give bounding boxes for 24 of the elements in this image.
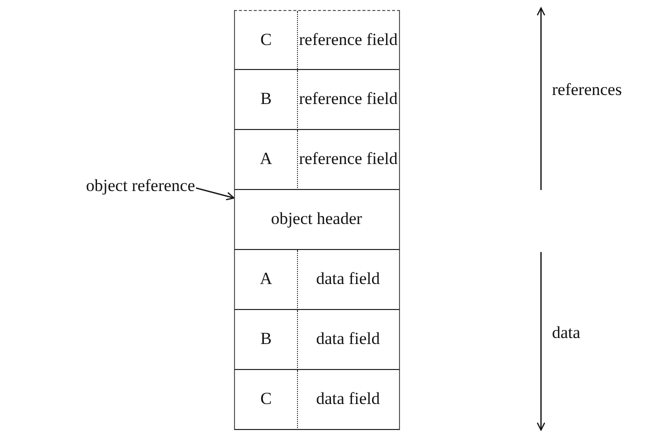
slot-letter: B	[259, 328, 273, 350]
slot-letter: A	[258, 148, 274, 170]
header-name: object header	[270, 208, 364, 230]
field-slot	[234, 310, 400, 370]
field-slot	[234, 70, 400, 130]
slot-letter: A	[258, 268, 274, 290]
field-name: reference field	[299, 88, 397, 110]
slot-letter: C	[259, 388, 273, 410]
field-name: data field	[315, 388, 381, 410]
header-slot	[234, 190, 400, 250]
field-slot	[234, 370, 400, 430]
field-name: reference field	[299, 148, 397, 170]
field-slot	[234, 130, 400, 190]
slot-letter: C	[259, 29, 273, 51]
range-label: data	[552, 323, 580, 343]
field-name: data field	[315, 328, 381, 350]
field-name: data field	[315, 268, 381, 290]
pointer-label: object reference	[15, 176, 195, 196]
arrow	[196, 187, 235, 200]
slot-letter: B	[259, 88, 273, 110]
field-slot	[234, 10, 400, 70]
field-name: reference field	[299, 29, 397, 51]
range-label: references	[552, 80, 622, 100]
field-slot	[234, 250, 400, 310]
